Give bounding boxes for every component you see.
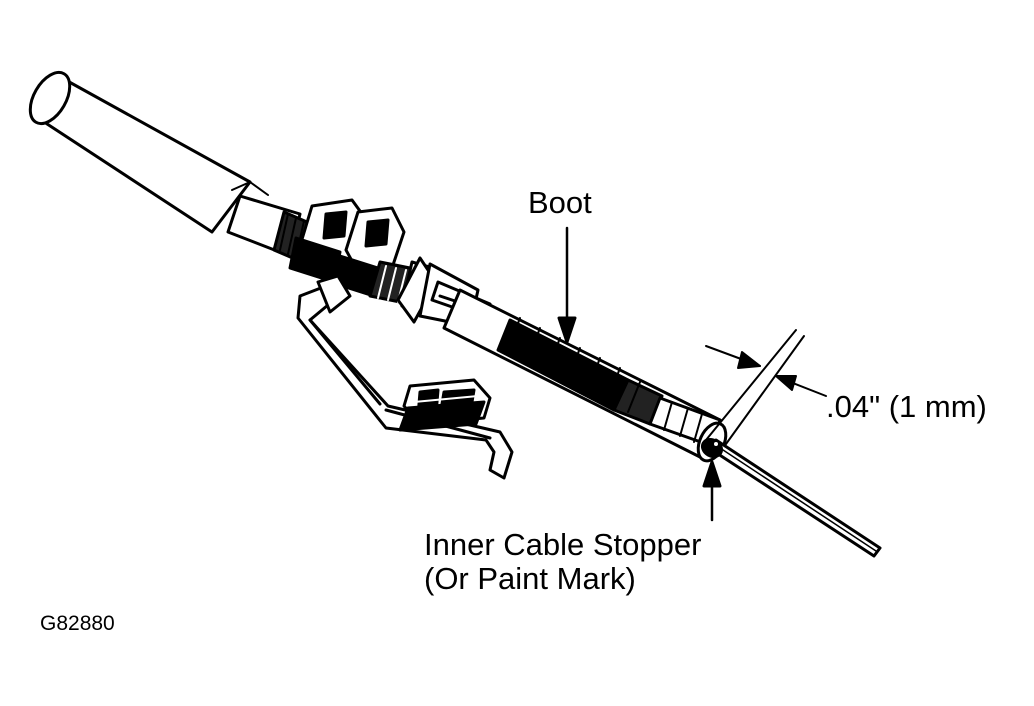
bracket-bolt — [398, 378, 492, 432]
inner-cable-stopper — [700, 437, 724, 459]
boot-callout-arrow — [557, 226, 577, 344]
figure-id: G82880 — [40, 612, 115, 635]
stopper-callout-arrow — [702, 460, 722, 522]
inner-cable — [710, 438, 882, 558]
stopper-label-line2: (Or Paint Mark) — [424, 561, 636, 596]
threaded-adjuster — [368, 256, 442, 324]
gap-dimension-lines — [705, 329, 827, 445]
boot-label: Boot — [528, 185, 592, 220]
mounting-bracket — [296, 274, 514, 480]
gap-dimension-label: .04" (1 mm) — [826, 389, 987, 424]
stopper-label-line1: Inner Cable Stopper — [424, 527, 702, 562]
outer-cable-housing — [28, 70, 269, 234]
